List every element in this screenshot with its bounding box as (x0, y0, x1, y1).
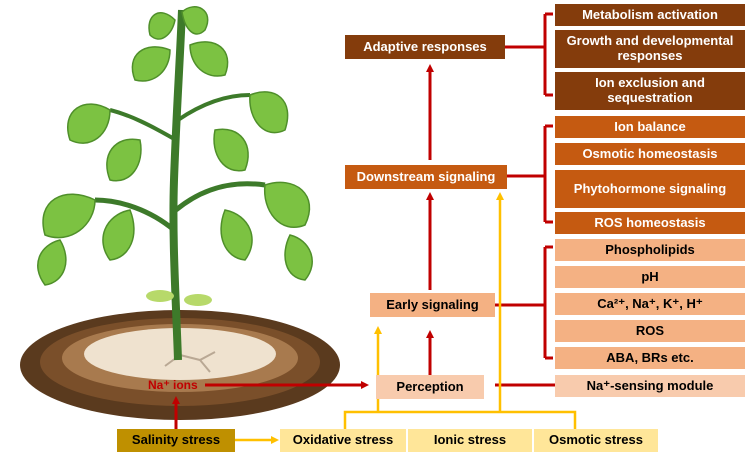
oxidative-stress-box: Oxidative stress (280, 429, 406, 452)
early-item: ABA, BRs etc. (555, 347, 745, 369)
salinity-stress-box: Salinity stress (117, 429, 235, 452)
downstream-item: Ion balance (555, 116, 745, 138)
downstream-item: Osmotic homeostasis (555, 143, 745, 165)
ionic-stress-box: Ionic stress (408, 429, 532, 452)
plant-illustration (20, 6, 340, 420)
early-item: pH (555, 266, 745, 288)
adaptive-item: Ion exclusion and sequestration (555, 72, 745, 110)
red-arrows (172, 12, 555, 430)
downstream-item: ROS homeostasis (555, 212, 745, 234)
stage-adaptive-responses: Adaptive responses (345, 35, 505, 59)
early-item: ROS (555, 320, 745, 342)
early-item: Ca²⁺, Na⁺, K⁺, H⁺ (555, 293, 745, 315)
na-ions-label: Na⁺ ions (148, 378, 198, 392)
adaptive-item: Metabolism activation (555, 4, 745, 26)
osmotic-stress-box: Osmotic stress (534, 429, 658, 452)
stage-perception: Perception (376, 375, 484, 399)
downstream-item: Phytohormone signaling (555, 170, 745, 208)
perception-item: Na⁺-sensing module (555, 375, 745, 397)
early-item: Phospholipids (555, 239, 745, 261)
stage-downstream-signaling: Downstream signaling (345, 165, 507, 189)
adaptive-item: Growth and developmental responses (555, 30, 745, 68)
stage-early-signaling: Early signaling (370, 293, 495, 317)
stress-bracket (343, 410, 577, 430)
